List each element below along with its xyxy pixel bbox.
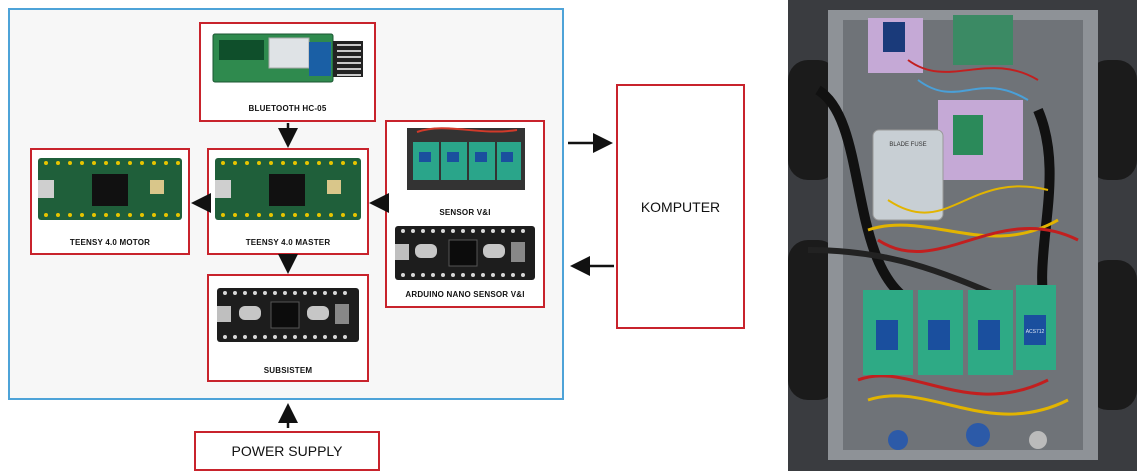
subsistem-nano-image: [209, 276, 367, 356]
sensor-vi-block: SENSOR V&I ARDUINO NANO SENSOR V&I: [385, 120, 545, 308]
teensy-master-label: TEENSY 4.0 MASTER: [209, 238, 367, 247]
teensy-motor-block: TEENSY 4.0 MOTOR: [30, 148, 190, 255]
subsistem-label: SUBSISTEM: [209, 366, 367, 375]
blade-fuse-text: BLADE FUSE: [889, 142, 926, 148]
arduino-nano-image: [387, 220, 543, 286]
robot-wiring-illustration: BLADE FUSE ACS712: [788, 0, 1137, 471]
teensy-motor-label: TEENSY 4.0 MOTOR: [32, 238, 188, 247]
bluetooth-label: BLUETOOTH HC-05: [201, 104, 374, 113]
bluetooth-module-image: [201, 24, 374, 102]
teensy-motor-image: [32, 150, 188, 230]
teensy-master-block: TEENSY 4.0 MASTER: [207, 148, 369, 255]
acs712-text: ACS712: [1026, 329, 1045, 335]
sensor-vi-image: [387, 122, 543, 198]
arduino-nano-label: ARDUINO NANO SENSOR V&I: [387, 290, 543, 299]
sensor-vi-label: SENSOR V&I: [387, 208, 543, 217]
komputer-label: KOMPUTER: [641, 199, 720, 215]
power-supply-label: POWER SUPPLY: [232, 443, 343, 459]
komputer-block: KOMPUTER: [616, 84, 745, 329]
power-supply-block: POWER SUPPLY: [194, 431, 380, 471]
bluetooth-hc05-block: BLUETOOTH HC-05: [199, 22, 376, 122]
robot-wiring-photo: BLADE FUSE ACS712: [788, 0, 1137, 471]
teensy-master-image: [209, 150, 367, 230]
subsistem-block: SUBSISTEM: [207, 274, 369, 382]
